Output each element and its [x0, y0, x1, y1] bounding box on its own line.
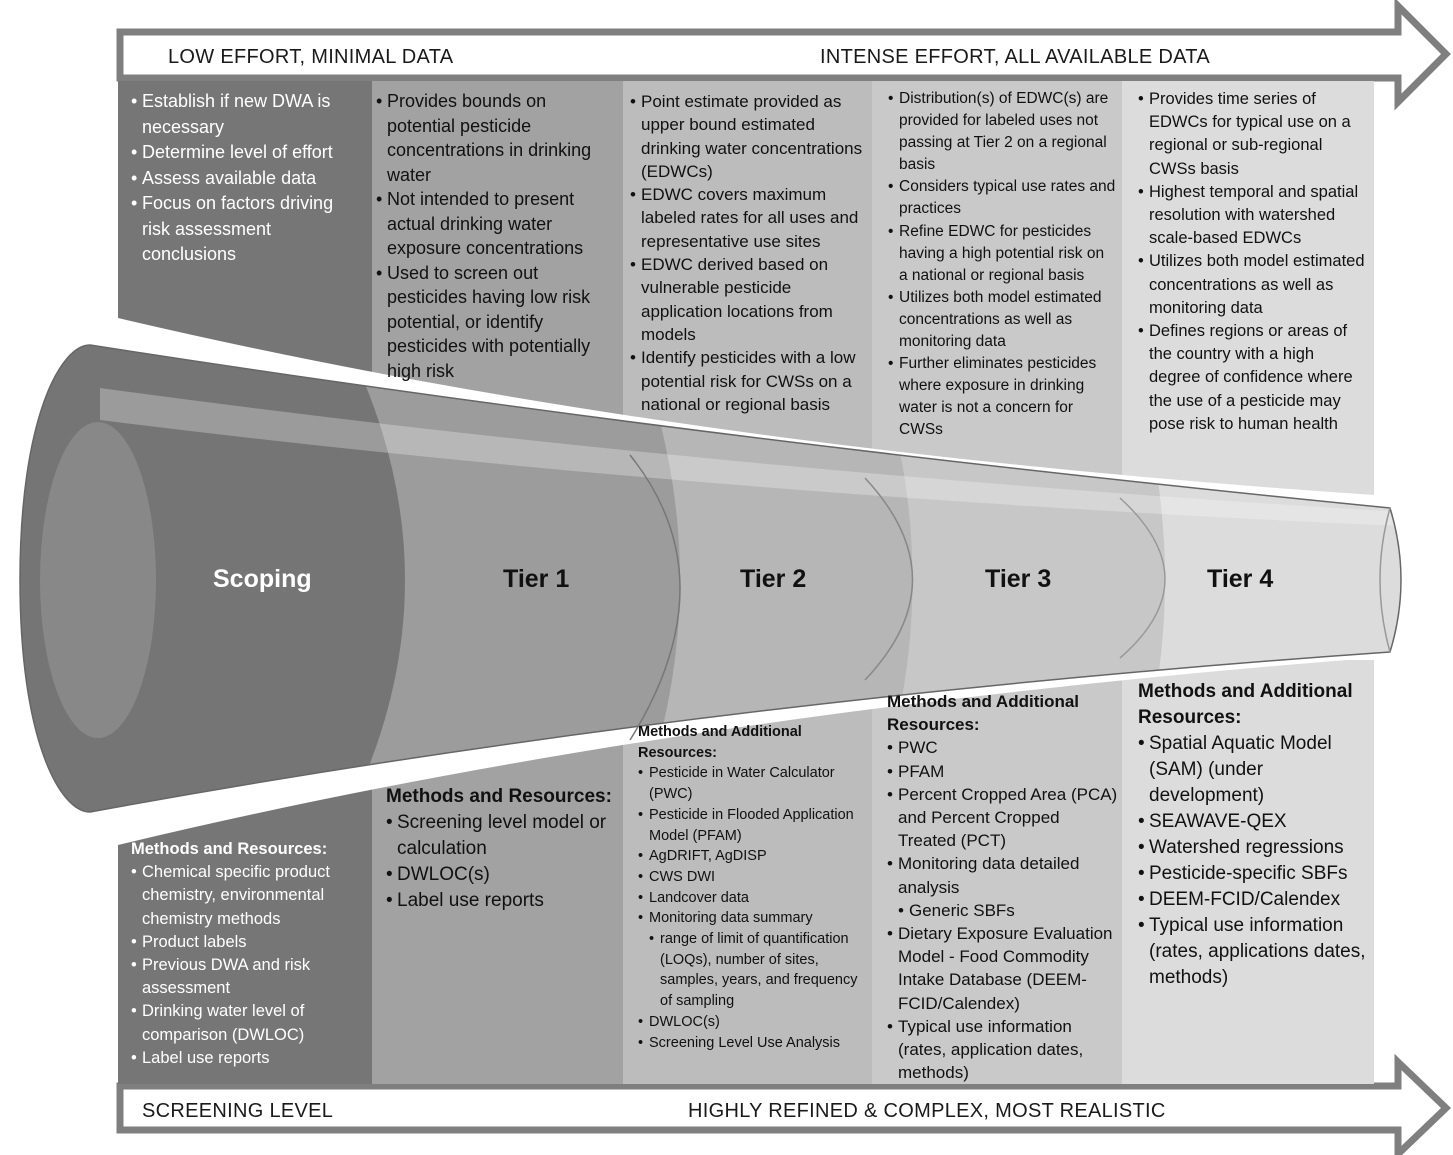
tier1-top-text: Provides bounds on potential pesticide c… [376, 89, 616, 383]
tier4-method-item: Spatial Aquatic Model (SAM) (under devel… [1138, 731, 1370, 809]
scoping-bullet: Determine level of effort [131, 140, 363, 166]
scoping-method-item: Drinking water level of comparison (DWLO… [131, 1000, 367, 1046]
tier-label-scoping: Scoping [213, 565, 312, 593]
bottom-arrow-right-label: HIGHLY REFINED & COMPLEX, MOST REALISTIC [688, 1100, 1166, 1122]
tier4-bullet: Utilizes both model estimated concentrat… [1138, 250, 1370, 320]
top-arrow [116, 0, 1451, 111]
tier1-method-item: Screening level model or calculation [386, 810, 618, 862]
tier4-bullet: Highest temporal and spatial resolution … [1138, 181, 1370, 251]
tier3-method-item: Typical use information (rates, applicat… [887, 1015, 1121, 1085]
tier3-method-subitem: Generic SBFs [898, 899, 1121, 922]
scoping-method-item: Previous DWA and risk assessment [131, 954, 367, 1000]
scoping-bullet: Focus on factors driving risk assessment… [131, 191, 363, 268]
tier3-bullet: Refine EDWC for pesticides having a high… [888, 221, 1116, 287]
tier4-methods-title: Methods and Additional Resources: [1138, 681, 1353, 728]
tier2-method-subitem: range of limit of quantification (LOQs),… [649, 929, 870, 1012]
tier-label-tier3: Tier 3 [985, 565, 1052, 593]
tier4-methods: Methods and Additional Resources: Spatia… [1138, 679, 1370, 991]
tier1-methods-title: Methods and Resources: [386, 786, 612, 807]
tier2-methods: Methods and Additional Resources: Pestic… [638, 722, 870, 1053]
tier3-bullet: Further eliminates pesticides where expo… [888, 353, 1116, 441]
tier1-method-item: Label use reports [386, 888, 618, 914]
tier4-bullet: Defines regions or areas of the country … [1138, 320, 1370, 436]
tier4-method-item: SEAWAVE-QEX [1138, 809, 1370, 835]
tier2-method-item: Pesticide in Flooded Application Model (… [638, 805, 870, 846]
scoping-bullet: Assess available data [131, 166, 363, 192]
tier-label-tier2: Tier 2 [740, 565, 807, 593]
tier4-top-text: Provides time series of EDWCs for typica… [1138, 88, 1370, 436]
tier2-method-item: AgDRIFT, AgDISP [638, 846, 870, 867]
scoping-method-item: Label use reports [131, 1047, 367, 1070]
scoping-method-item: Product labels [131, 931, 367, 954]
tier3-method-item: Dietary Exposure Evaluation Model - Food… [887, 922, 1121, 1015]
scoping-bullet: Establish if new DWA is necessary [131, 89, 363, 140]
scoping-method-item: Chemical specific product chemistry, env… [131, 861, 367, 931]
tier2-methods-title: Methods and Additional Resources: [638, 724, 802, 761]
tier3-method-item: Percent Cropped Area (PCA) and Percent C… [887, 783, 1121, 853]
tier1-methods: Methods and Resources: Screening level m… [386, 784, 618, 914]
tier4-bullet: Provides time series of EDWCs for typica… [1138, 88, 1370, 181]
scoping-methods-title: Methods and Resources: [131, 840, 328, 858]
tier1-bullet: Used to screen out pesticides having low… [376, 261, 616, 384]
tier2-top-text: Point estimate provided as upper bound e… [630, 90, 868, 416]
tier4-method-item: Watershed regressions [1138, 835, 1370, 861]
tier4-method-item: DEEM-FCID/Calendex [1138, 887, 1370, 913]
tier3-method-item: PFAM [887, 760, 1121, 783]
tier3-bullet: Utilizes both model estimated concentrat… [888, 287, 1116, 353]
tier4-method-item: Typical use information (rates, applicat… [1138, 913, 1370, 991]
tier3-bullet: Considers typical use rates and practice… [888, 176, 1116, 220]
tier3-methods: Methods and Additional Resources: PWC PF… [887, 690, 1121, 1084]
tier1-bullet: Provides bounds on potential pesticide c… [376, 89, 616, 187]
tier2-bullet: Point estimate provided as upper bound e… [630, 90, 868, 183]
tier-label-tier4: Tier 4 [1207, 565, 1274, 593]
funnel-opening [40, 422, 156, 738]
tier2-method-label: Monitoring data summary [649, 910, 813, 927]
tier1-method-item: DWLOC(s) [386, 862, 618, 888]
tier-label-tier1: Tier 1 [503, 565, 570, 593]
tier2-bullet: EDWC derived based on vulnerable pestici… [630, 253, 868, 346]
tier2-bullet: Identify pesticides with a low potential… [630, 346, 868, 416]
bottom-arrow [116, 1053, 1452, 1155]
tier2-method-item: Pesticide in Water Calculator (PWC) [638, 763, 870, 804]
tier3-bullet: Distribution(s) of EDWC(s) are provided … [888, 88, 1116, 176]
tier4-method-item: Pesticide-specific SBFs [1138, 861, 1370, 887]
scoping-top-text: Establish if new DWA is necessary Determ… [131, 89, 363, 268]
funnel [20, 345, 1401, 812]
tier3-method-item: Monitoring data detailed analysis Generi… [887, 852, 1121, 922]
bottom-arrow-left-label: SCREENING LEVEL [142, 1100, 334, 1122]
scoping-methods: Methods and Resources: Chemical specific… [131, 838, 367, 1070]
tier2-bullet: EDWC covers maximum labeled rates for al… [630, 183, 868, 253]
tier2-method-item: DWLOC(s) [638, 1012, 870, 1033]
tier1-bullet: Not intended to present actual drinking … [376, 187, 616, 261]
tier2-method-item: Landcover data [638, 888, 870, 909]
tier3-method-item: PWC [887, 736, 1121, 759]
tier2-method-item: CWS DWI [638, 867, 870, 888]
tier2-method-item: Screening Level Use Analysis [638, 1033, 870, 1054]
top-arrow-left-label: LOW EFFORT, MINIMAL DATA [168, 46, 454, 68]
tier3-top-text: Distribution(s) of EDWC(s) are provided … [888, 88, 1116, 442]
tier3-method-label: Monitoring data detailed analysis [898, 854, 1080, 897]
top-arrow-right-label: INTENSE EFFORT, ALL AVAILABLE DATA [820, 46, 1210, 68]
tier2-method-item: Monitoring data summary range of limit o… [638, 908, 870, 1012]
tier3-methods-title: Methods and Additional Resources: [887, 692, 1080, 735]
